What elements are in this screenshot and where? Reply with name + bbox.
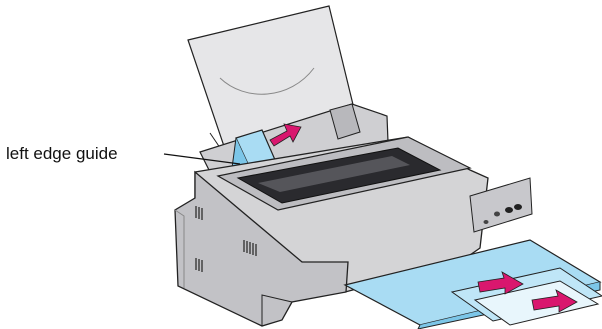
left-edge-guide-label: left edge guide <box>6 144 118 164</box>
